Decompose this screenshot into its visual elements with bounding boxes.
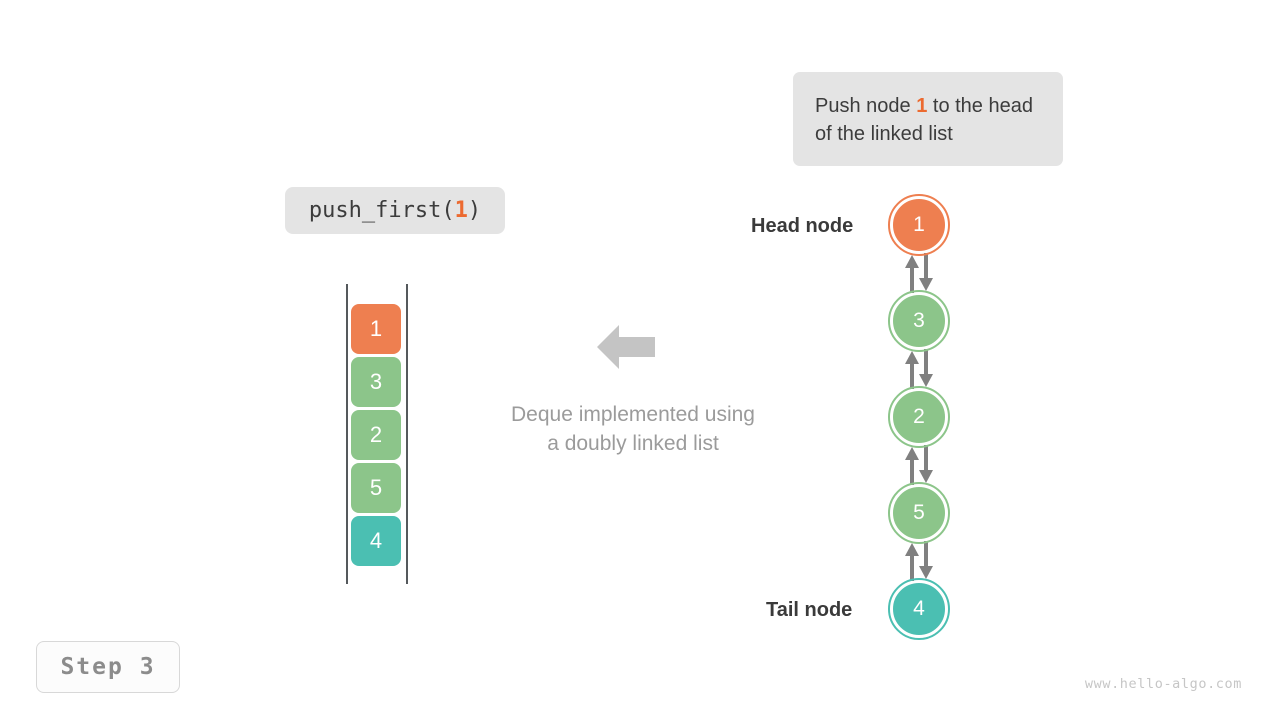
center-caption-line-2: a doubly linked list [547, 432, 719, 455]
center-caption-line-1: Deque implemented using [511, 403, 755, 426]
tooltip-highlight-value: 1 [916, 95, 928, 117]
operation-argument: 1 [454, 198, 468, 223]
bidirectional-link-arrows [891, 253, 947, 293]
tooltip-callout: Push node 1 to the head of the linked li… [793, 72, 1063, 166]
deque-cell: 4 [351, 516, 401, 566]
bidirectional-link-arrows [891, 541, 947, 581]
center-caption: Deque implemented using a doubly linked … [453, 400, 813, 458]
operation-name: push_first( [308, 198, 455, 223]
deque-cell: 1 [351, 304, 401, 354]
list-node: 5 [888, 482, 950, 544]
operation-close-paren: ) [467, 198, 482, 223]
bidirectional-link-arrows [891, 349, 947, 389]
flow-arrow-left-icon [597, 322, 655, 372]
deque-cell: 3 [351, 357, 401, 407]
tooltip-suffix: to the head of the linked list [815, 95, 1033, 145]
step-badge: Step 3 [36, 641, 180, 693]
list-node-value: 1 [913, 213, 925, 236]
list-node: 1 [888, 194, 950, 256]
tooltip-prefix: Push node [815, 95, 917, 117]
list-node: 4 [888, 578, 950, 640]
watermark: www.hello-algo.com [1084, 676, 1242, 692]
deque-cell: 2 [351, 410, 401, 460]
deque-rail-right [406, 284, 408, 584]
bidirectional-link-arrows [891, 445, 947, 485]
list-node-value: 4 [913, 597, 925, 620]
deque-rail-left [346, 284, 348, 584]
deque-cell: 5 [351, 463, 401, 513]
list-node: 3 [888, 290, 950, 352]
list-node-value: 2 [913, 405, 925, 428]
list-node: 2 [888, 386, 950, 448]
operation-label: push_first(1) [285, 187, 505, 234]
list-node-value: 3 [913, 309, 925, 332]
list-node-value: 5 [913, 501, 925, 524]
doubly-linked-list: 1 3 2 5 4 [880, 180, 970, 660]
head-node-label: Head node [751, 215, 854, 237]
tail-node-label: Tail node [766, 599, 853, 621]
